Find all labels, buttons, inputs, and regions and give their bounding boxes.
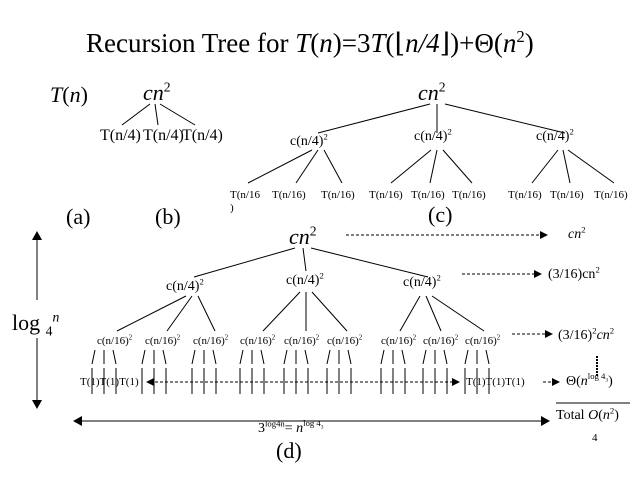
part-b-label: (b)	[155, 204, 181, 229]
part-c-label: (c)	[428, 202, 453, 227]
cost-level-1: (3/16)cn2	[548, 264, 600, 282]
edge	[247, 149, 313, 184]
edge	[390, 149, 432, 184]
part-d-leaves-right: T(1)T(1)T(1)	[466, 376, 525, 388]
edge	[310, 247, 429, 278]
cost-leaves: Θ(nlog 43)	[566, 371, 613, 389]
edge	[154, 103, 159, 126]
edge	[311, 291, 348, 332]
total-cost: Total O(n2)	[556, 405, 619, 423]
part-c-leaf: T(n/16)	[411, 189, 445, 201]
part-d-grandchild: c(n/16)2	[240, 334, 276, 347]
edge	[399, 295, 421, 332]
part-d-child: c(n/4)2	[403, 272, 441, 290]
part-d-grandchild: c(n/16)2	[381, 334, 417, 347]
part-c-leaf: T(n/16)	[550, 189, 584, 201]
ellipsis-dots	[596, 356, 598, 376]
part-d-grandchild: c(n/16)2	[423, 334, 459, 347]
part-d-grandchild: c(n/16)2	[284, 334, 320, 347]
part-d-grandchild: c(n/16)2	[97, 334, 133, 347]
edge	[444, 103, 566, 134]
cost-arrows	[150, 234, 555, 383]
part-d-grandchild: c(n/16)2	[465, 334, 501, 347]
cost-level-0: cn2	[568, 224, 586, 242]
edge	[567, 149, 615, 184]
edge	[442, 149, 473, 184]
part-c-root: cn2	[418, 79, 446, 105]
part-d-root: cn2	[289, 223, 317, 249]
edge	[431, 295, 485, 332]
part-a-label: (a)	[66, 204, 91, 229]
edge	[295, 149, 319, 184]
part-b-child: T(n/4)	[100, 127, 141, 144]
edge	[121, 103, 151, 126]
part-b-child: T(n/4)	[182, 127, 223, 144]
edge	[116, 295, 187, 332]
leaf-count: 3log4n= nlog 43	[258, 418, 324, 436]
part-c-leaf-wrap: )	[230, 202, 234, 214]
page-title: Recursion Tree for T(n)=3T(⌊n/4⌋)+Θ(n2)	[86, 27, 534, 58]
part-a-node: T(n)	[50, 82, 88, 107]
part-b-root: cn2	[143, 79, 171, 105]
part-d-grandchild: c(n/16)2	[327, 334, 363, 347]
part-d-child: c(n/4)2	[166, 276, 204, 294]
part-b-child: T(n/4)	[143, 127, 184, 144]
part-c-leaf: T(n/16)	[508, 189, 542, 201]
part-c-leaf: T(n/16)	[452, 189, 486, 201]
leaf-verticals	[91, 349, 490, 394]
cost-level-2: (3/16)2cn2	[558, 325, 615, 343]
part-c-child: c(n/4)2	[536, 126, 574, 144]
part-c-leaf: T(n/16)	[369, 189, 403, 201]
edge	[531, 149, 559, 184]
part-d-grandchild: c(n/16)2	[145, 334, 181, 347]
part-c-leaf: T(n/16)	[594, 189, 628, 201]
edge	[425, 295, 442, 332]
page-number: 4	[592, 432, 598, 444]
edge	[323, 149, 343, 184]
part-d-child: c(n/4)2	[286, 270, 324, 288]
part-d-grandchild: c(n/16)2	[193, 334, 229, 347]
edge	[429, 149, 438, 184]
edge	[193, 247, 296, 278]
edge	[562, 149, 571, 184]
edge	[262, 291, 301, 332]
part-c-child: c(n/4)2	[290, 131, 328, 149]
edge	[159, 103, 196, 126]
edge	[197, 295, 216, 332]
part-c-leaf: T(n/16	[230, 189, 260, 201]
part-d-leaves-left: T(1)T(1)T(1)	[80, 376, 139, 388]
part-c-leaf: T(n/16)	[272, 189, 306, 201]
part-c-leaf: T(n/16)	[321, 189, 355, 201]
edge	[302, 247, 307, 272]
height-label: log 4n	[12, 309, 60, 339]
part-d-label: (d)	[276, 438, 302, 463]
edge	[166, 295, 193, 332]
part-c-child: c(n/4)2	[414, 126, 452, 144]
edge	[317, 103, 431, 134]
